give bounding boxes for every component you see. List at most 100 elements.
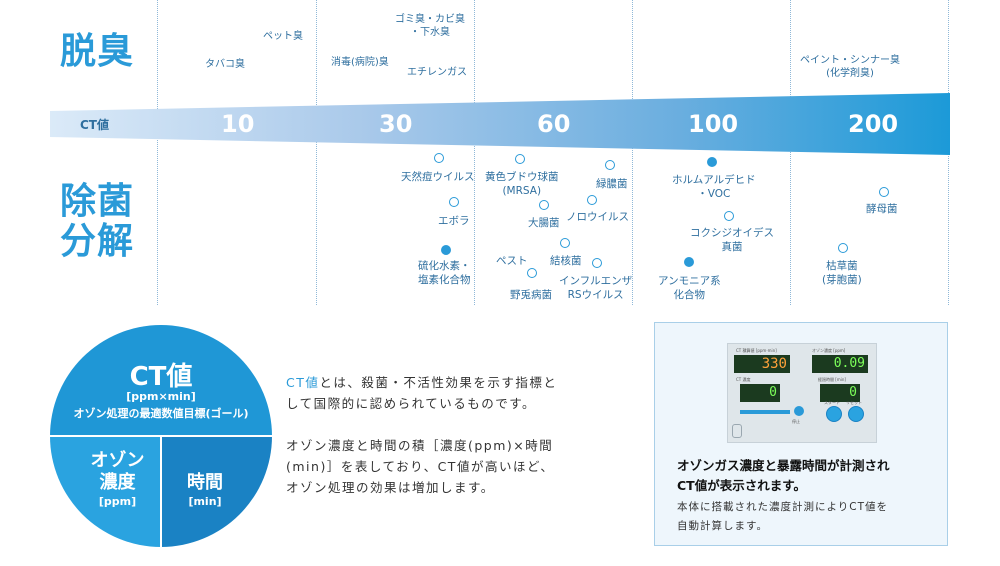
deodorize-label: 脱臭 bbox=[60, 31, 135, 72]
germ-formaldehyde: ホルムアルデヒド ・VOC bbox=[672, 173, 756, 201]
description-line5: オゾン処理の効果は増加します。 bbox=[286, 480, 495, 495]
device-label-conc: オゾン濃度 [ppm] bbox=[812, 348, 846, 353]
germ-bacillus-text2: (芽胞菌) bbox=[822, 274, 862, 286]
sterilize-label-line1: 除菌 bbox=[60, 181, 135, 222]
device-start-button bbox=[826, 406, 842, 422]
germ-ammonia: アンモニア系 化合物 bbox=[658, 274, 721, 302]
description-line4: (min)］を表しており、CT値が高いほど、 bbox=[286, 459, 555, 474]
panel-heading-line2: CT値が表示されます。 bbox=[677, 478, 806, 493]
circle-title: CT値 bbox=[129, 362, 193, 392]
germ-ammonia-text1: アンモニア系 bbox=[658, 275, 721, 287]
ct-tick-60: 60 bbox=[537, 110, 571, 138]
description-line2: して国際的に認められているものです。 bbox=[286, 396, 537, 411]
guide-line bbox=[632, 0, 633, 305]
germ-mrsa: 黄色ブドウ球菌 (MRSA) bbox=[485, 170, 559, 198]
circle-concentration: オゾン 濃度 [ppm] bbox=[70, 450, 165, 510]
germ-coccidioides: コクシジオイデス 真菌 bbox=[690, 226, 774, 254]
marker-circle-icon bbox=[587, 195, 597, 205]
ct-tick-100: 100 bbox=[688, 110, 739, 138]
germ-tb: 結核菌 bbox=[550, 254, 582, 268]
odor-garbage-text2: ・下水臭 bbox=[410, 27, 450, 38]
guide-line bbox=[790, 0, 791, 305]
circle-time: 時間 [min] bbox=[165, 472, 245, 510]
ct-bar bbox=[50, 93, 950, 155]
odor-hospital-text: 消毒(病院)臭 bbox=[331, 57, 389, 68]
ct-formula-circle bbox=[50, 325, 272, 547]
device-reset-button bbox=[848, 406, 864, 422]
germ-mrsa-text2: (MRSA) bbox=[502, 185, 542, 197]
germ-mrsa-text1: 黄色ブドウ球菌 bbox=[485, 171, 559, 183]
marker-circle-icon bbox=[724, 211, 734, 221]
odor-paint-text2: (化学剤臭) bbox=[826, 68, 874, 79]
marker-circle-icon bbox=[838, 243, 848, 253]
device-stop-button bbox=[794, 406, 804, 416]
circle-concentration-line1: オゾン bbox=[90, 450, 145, 471]
odor-tobacco-text: タバコ臭 bbox=[205, 59, 245, 70]
device-label-time2: 経過時間 [min] bbox=[818, 377, 846, 382]
marker-dot-icon bbox=[441, 245, 451, 255]
germ-flu-text2: RSウイルス bbox=[567, 289, 624, 301]
germ-coccidioides-text1: コクシジオイデス bbox=[690, 227, 774, 239]
description-line1: CT値とは、殺菌・不活性効果を示す指標と bbox=[286, 372, 557, 393]
germ-coccidioides-text2: 真菌 bbox=[721, 241, 743, 253]
sterilize-label-line2: 分解 bbox=[60, 221, 135, 262]
odor-pet: ペット臭 bbox=[263, 30, 303, 43]
germ-bacillus-text1: 枯草菌 bbox=[826, 260, 858, 272]
device-display-conc: 0.09 bbox=[812, 355, 868, 373]
marker-circle-icon bbox=[434, 153, 444, 163]
marker-circle-icon bbox=[879, 187, 889, 197]
germ-h2s-text1: 硫化水素・ bbox=[418, 260, 471, 272]
marker-circle-icon bbox=[605, 160, 615, 170]
guide-line bbox=[474, 0, 475, 305]
germ-flu: インフルエンザ RSウイルス bbox=[559, 274, 632, 302]
germ-h2s: 硫化水素・ 塩素化合物 bbox=[418, 259, 471, 287]
germ-noro: ノロウイルス bbox=[566, 210, 629, 224]
odor-paint: ペイント・シンナー臭 (化学剤臭) bbox=[800, 54, 900, 80]
panel-heading-line1: オゾンガス濃度と暴露時間が計測され bbox=[677, 458, 890, 473]
circle-unit: [ppm×min] bbox=[126, 390, 196, 403]
guide-line bbox=[316, 0, 317, 305]
germ-smallpox: 天然痘ウイルス bbox=[401, 170, 475, 184]
device-label-time: CT 濃度 bbox=[736, 377, 751, 382]
germ-ebola: エボラ bbox=[438, 214, 470, 228]
marker-circle-icon bbox=[560, 238, 570, 248]
germ-tularemia: 野兎病菌 bbox=[510, 288, 552, 302]
germ-flu-text1: インフルエンザ bbox=[559, 275, 633, 287]
device-slider bbox=[740, 410, 790, 414]
marker-circle-icon bbox=[527, 268, 537, 278]
odor-garbage-text1: ゴミ臭・カビ臭 bbox=[395, 14, 465, 25]
device-label-start: スタート bbox=[824, 400, 840, 405]
circle-subtitle: オゾン処理の最適数値目標(ゴール) bbox=[73, 407, 249, 420]
ct-tick-30: 30 bbox=[379, 110, 413, 138]
odor-garbage: ゴミ臭・カビ臭 ・下水臭 bbox=[395, 13, 465, 39]
device-panel: CT 積算値 [ppm·min] 330 オゾン濃度 [ppm] 0.09 CT… bbox=[654, 322, 948, 546]
ct-tick-200: 200 bbox=[848, 110, 899, 138]
germ-h2s-text2: 塩素化合物 bbox=[418, 274, 471, 286]
circle-time-unit: [min] bbox=[188, 495, 222, 508]
germ-tularemia-text: 野兎病菌 bbox=[510, 289, 552, 301]
device-display-time: 0 bbox=[740, 384, 780, 402]
odor-paint-text1: ペイント・シンナー臭 bbox=[800, 55, 900, 66]
germ-yeast: 酵母菌 bbox=[866, 202, 898, 216]
device-logo-icon bbox=[732, 424, 742, 438]
germ-formaldehyde-text2: ・VOC bbox=[697, 188, 731, 200]
description-highlight: CT値 bbox=[286, 375, 320, 390]
odor-hospital: 消毒(病院)臭 bbox=[331, 56, 389, 69]
germ-bacillus: 枯草菌 (芽胞菌) bbox=[822, 259, 862, 287]
germ-ammonia-text2: 化合物 bbox=[673, 289, 706, 301]
odor-ethylene-text: エチレンガス bbox=[407, 67, 467, 78]
marker-dot-icon bbox=[707, 157, 717, 167]
device-label-reset: リセット bbox=[846, 400, 862, 405]
device-label-ct: CT 積算値 [ppm·min] bbox=[736, 348, 777, 353]
sterilize-label: 除菌 分解 bbox=[60, 182, 134, 262]
panel-body-line2: 自動計算します。 bbox=[677, 520, 768, 532]
circle-time-line: 時間 bbox=[187, 472, 223, 493]
circle-concentration-line2: 濃度 bbox=[99, 472, 136, 493]
germ-pseudomonas-text: 緑膿菌 bbox=[596, 178, 628, 190]
odor-pet-text: ペット臭 bbox=[263, 31, 303, 42]
germ-smallpox-text: 天然痘ウイルス bbox=[401, 171, 475, 183]
germ-ebola-text: エボラ bbox=[438, 215, 470, 227]
germ-pest-text: ペスト bbox=[496, 255, 528, 267]
odor-tobacco: タバコ臭 bbox=[205, 58, 245, 71]
description-line1-rest: とは、殺菌・不活性効果を示す指標と bbox=[319, 375, 558, 390]
